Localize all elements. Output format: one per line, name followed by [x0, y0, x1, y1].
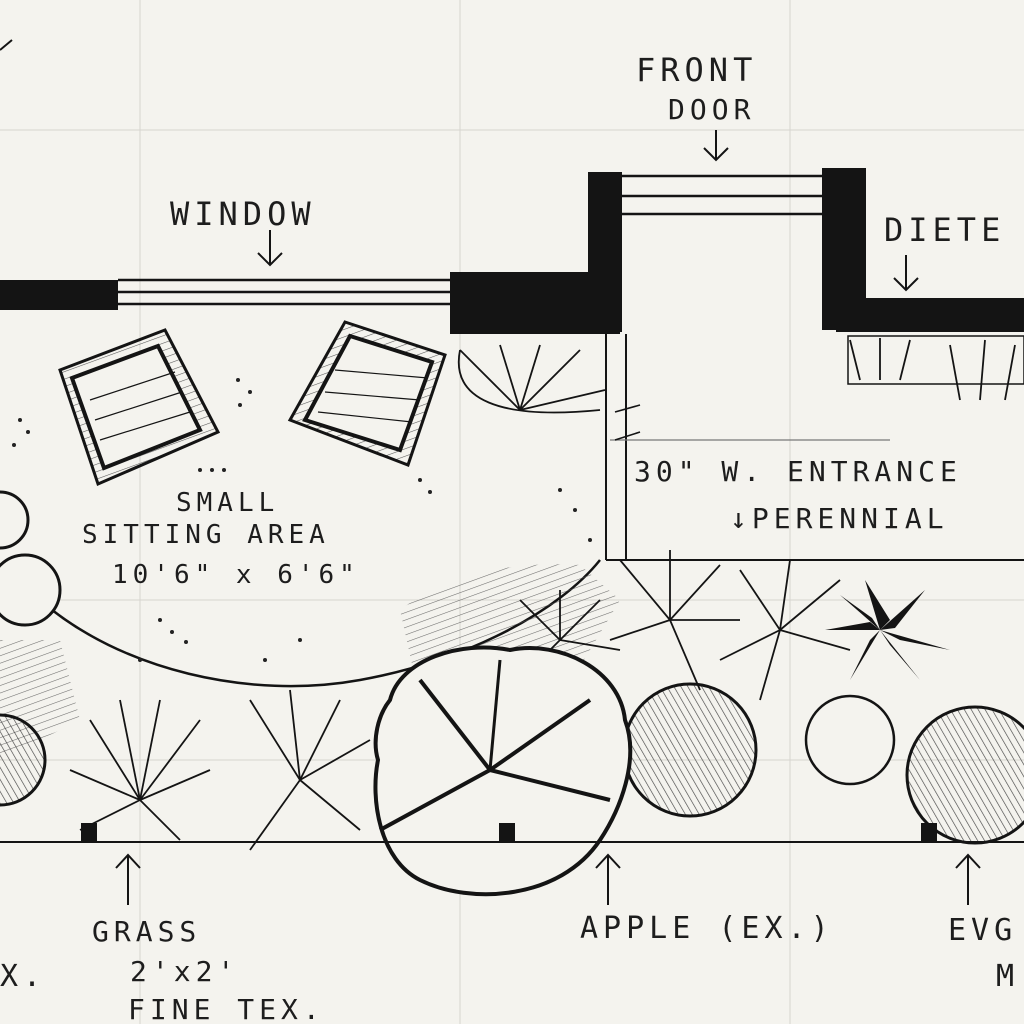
door-label: DOOR: [668, 93, 756, 126]
shrub-outline: [0, 490, 30, 550]
x-label: X.: [0, 959, 47, 994]
ornamental-grasses: [69, 335, 1024, 851]
chair-left: [58, 328, 221, 487]
window-opening: [118, 278, 450, 306]
grass-row-diete: [849, 338, 1016, 401]
small-label: SMALL: [176, 488, 280, 518]
property-line: [0, 823, 1024, 843]
apple-label: APPLE (EX.): [580, 911, 834, 946]
shrub-outline: [804, 694, 896, 786]
window-label: WINDOW: [170, 195, 316, 233]
grass-clump: [609, 550, 740, 691]
grass-clump-entry: [459, 344, 606, 411]
leader-arrows: [0, 39, 981, 905]
front-door-opening: [622, 174, 835, 216]
apple-tree: [373, 645, 633, 897]
gravel-dots: [12, 378, 592, 662]
entrance-label: 30" W. ENTRANCE: [634, 455, 962, 488]
perennial-label: ↓PERENNIAL: [730, 502, 949, 535]
star-perennial: [825, 580, 950, 680]
front-label: FRONT: [636, 51, 758, 89]
grass-clump: [69, 699, 211, 841]
shrub-hatched: [622, 682, 758, 818]
evergreen-label: EVG: [948, 913, 1018, 948]
entrance-walk: [605, 334, 1024, 561]
shrub-hatched: [905, 705, 1024, 845]
sitting-area-label: SITTING AREA: [82, 520, 330, 550]
fine-texture-label: FINE TEX.: [128, 993, 325, 1024]
grass-clump: [719, 559, 851, 701]
shrub-hatched: [0, 713, 47, 807]
m-label: M: [996, 959, 1020, 994]
diete-label: DIETE: [884, 211, 1006, 249]
dimensions-label: 10'6" x 6'6": [112, 560, 360, 590]
chair-right: [287, 320, 447, 467]
shrub-outline: [0, 553, 62, 627]
grass-size-label: 2'x2': [130, 955, 240, 988]
grass-label: GRASS: [92, 915, 202, 948]
house-walls: [0, 168, 1024, 334]
grass-clump: [249, 689, 371, 851]
shrubs: [0, 490, 1024, 845]
